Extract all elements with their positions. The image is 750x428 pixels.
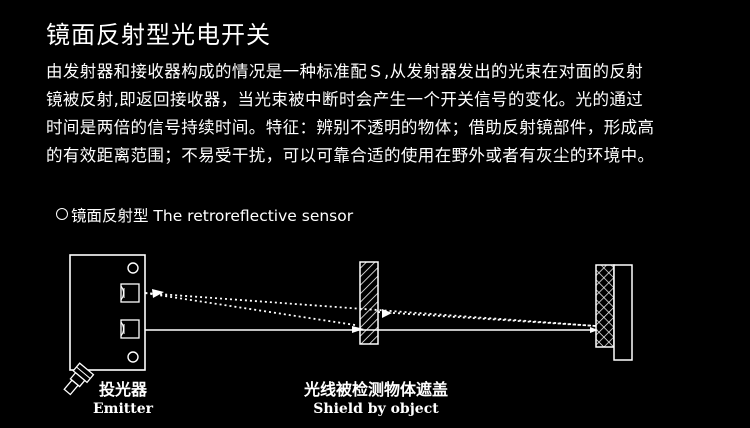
- diagram-subtitle-text: 镜面反射型 The retroreflective sensor: [71, 207, 354, 225]
- bullet-circle-icon: [56, 208, 68, 220]
- sensor-housing-icon: [63, 254, 146, 396]
- emitter-label-en: Emitter: [92, 401, 154, 417]
- description-line: 由发射器和接收器构成的情况是一种标准配Ｓ,从发射器发出的光束在对面的反射: [46, 62, 644, 81]
- object-caption: 光线被检测物体遮盖 Shield by object: [288, 380, 464, 418]
- diagram-subtitle: 镜面反射型 The retroreflective sensor: [56, 206, 353, 226]
- object-label-cn: 光线被检测物体遮盖: [303, 380, 448, 399]
- description-line: 时间是两倍的信号持续时间。特征：辨别不透明的物体；借助反射镜部件，形成高: [46, 118, 655, 137]
- page-title: 镜面反射型光电开关: [46, 21, 271, 49]
- shield-object-icon: [359, 261, 379, 345]
- description-paragraph: 由发射器和接收器构成的情况是一种标准配Ｓ,从发射器发出的光束在对面的反射 镜被反…: [46, 58, 706, 170]
- description-line: 的有效距离范围；不易受干扰，可以可靠合适的使用在野外或者有灰尘的环境中。: [46, 146, 655, 165]
- emitter-label-cn: 投光器: [98, 380, 147, 399]
- reflector-mirror-icon: [595, 264, 633, 361]
- object-label-en: Shield by object: [313, 401, 439, 417]
- description-line: 镜被反射,即返回接收器，当光束被中断时会产生一个开关信号的变化。光的通过: [46, 90, 644, 109]
- emitter-caption: 投光器 Emitter: [88, 380, 158, 418]
